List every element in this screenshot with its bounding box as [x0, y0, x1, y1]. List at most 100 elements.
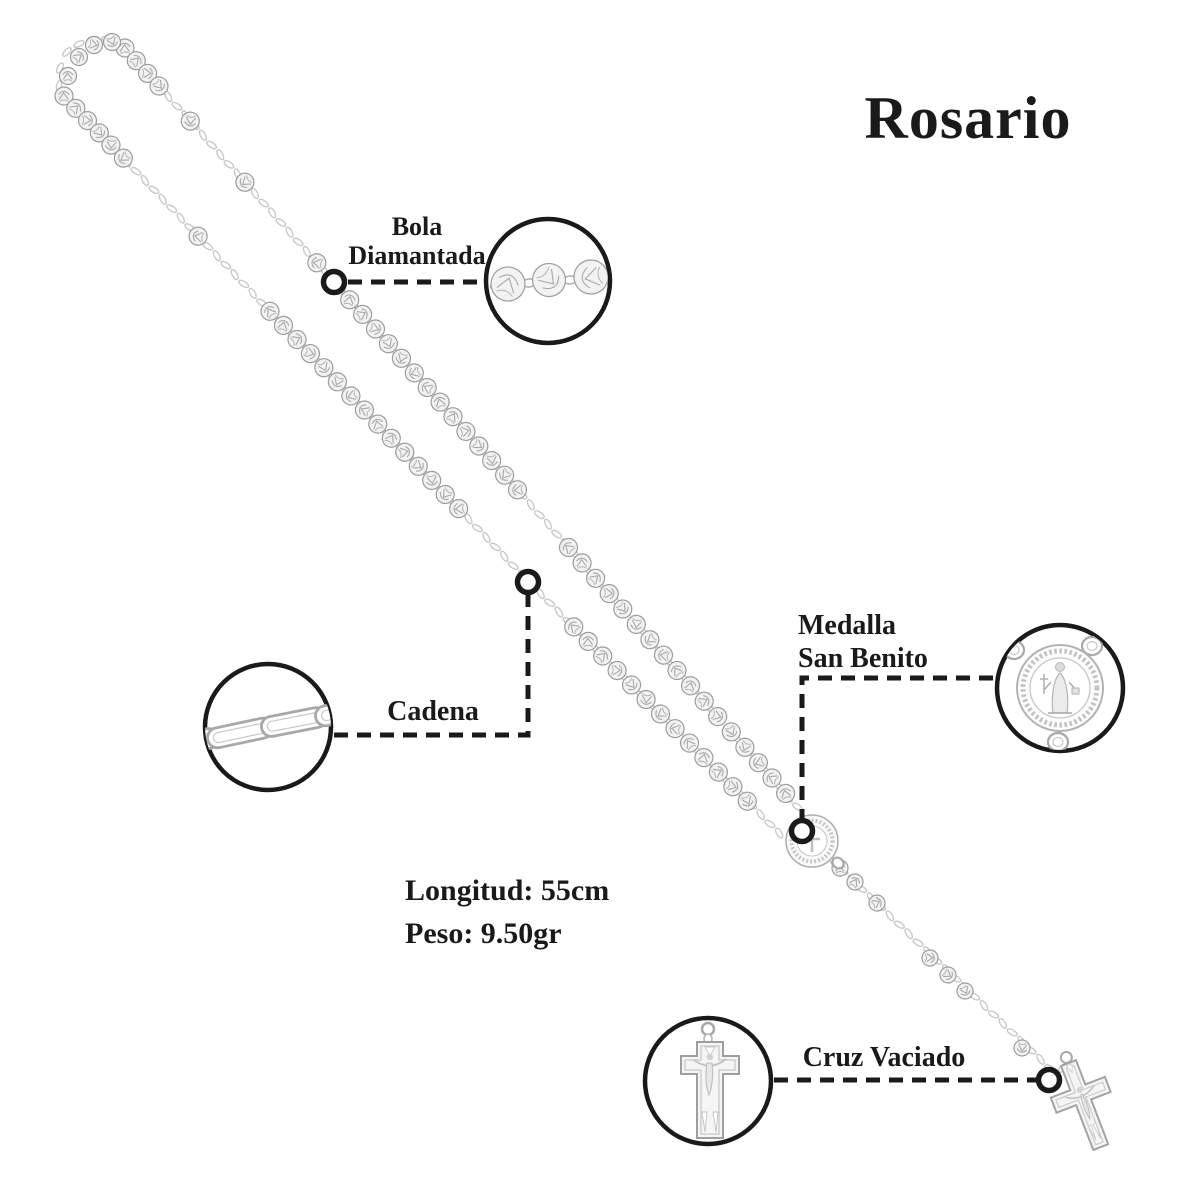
- diamond-bead-icon: [939, 966, 957, 984]
- chain-link-icon: [893, 920, 905, 929]
- chain-link-icon: [774, 827, 784, 839]
- callout-cruz-vaciado: [642, 1015, 1063, 1147]
- diamond-bead-icon: [921, 949, 939, 967]
- callout-bola-diamantada: [320, 216, 613, 346]
- diamond-bead-icon: [327, 372, 347, 392]
- diamond-bead-icon: [723, 777, 743, 797]
- chain-link-icon: [987, 1010, 1000, 1019]
- chain-link-icon: [302, 245, 311, 258]
- chain-link-icon: [544, 598, 556, 608]
- diamond-bead-icon: [69, 47, 89, 67]
- diamond-bead-icon: [353, 304, 373, 324]
- medalla-san-benito-label: Medalla San Benito: [798, 609, 1038, 675]
- chain-link-icon: [533, 510, 545, 520]
- chain-link-icon: [912, 938, 924, 947]
- chain-link-icon: [61, 47, 73, 57]
- chain-link-icon: [206, 140, 218, 150]
- diamond-bead-icon: [721, 722, 741, 742]
- diamond-bead-icon: [667, 660, 687, 681]
- diamond-bead-icon: [404, 363, 424, 383]
- bola-detail-circle: [483, 216, 613, 346]
- diamond-bead-icon: [54, 86, 74, 106]
- chain-link-icon: [998, 1017, 1008, 1029]
- chain-link-icon: [500, 550, 509, 562]
- chain-link-icon: [148, 185, 160, 195]
- diamond-bead-icon: [180, 111, 200, 131]
- chain-link-icon: [471, 523, 483, 533]
- diamond-bead-icon: [66, 98, 86, 118]
- diamond-bead-icon: [636, 689, 656, 710]
- diamond-bead-icon: [138, 63, 158, 84]
- diamond-bead-icon: [126, 51, 146, 71]
- chain-link-icon: [166, 204, 178, 214]
- diamond-bead-icon: [89, 123, 109, 143]
- diamond-bead-icon: [408, 456, 428, 476]
- diamond-bead-icon: [621, 675, 642, 695]
- chain-link-icon: [979, 999, 989, 1012]
- chain-link-icon: [904, 928, 914, 940]
- diamond-bead-icon: [558, 537, 579, 558]
- corpus-body: [1080, 1093, 1091, 1121]
- diamond-bead-icon: [422, 470, 442, 490]
- spec-length: Longitud: 55cm: [405, 874, 610, 907]
- diamond-bead-icon: [694, 747, 714, 768]
- spec-weight: Peso: 9.50gr: [405, 917, 562, 950]
- diamond-bead-icon: [378, 334, 398, 354]
- diamond-bead-icon: [694, 691, 714, 711]
- cruz-vaciado-label: Cruz Vaciado: [802, 1042, 966, 1073]
- diamond-bead-icon: [456, 421, 476, 441]
- diamond-bead-icon: [578, 631, 598, 652]
- medal-inscription-ring: [789, 818, 835, 864]
- chain-link-icon: [140, 174, 150, 187]
- crucifix-pendant-icon: [1049, 1050, 1112, 1152]
- diamond-bead-icon: [354, 400, 374, 420]
- necklace-illustration: [54, 32, 1069, 1073]
- diamond-bead-icon: [607, 660, 627, 681]
- diamond-bead-icon: [449, 499, 469, 519]
- diamond-bead-icon: [58, 66, 78, 86]
- diamond-bead-icon: [443, 407, 463, 427]
- diamond-bead-icon: [188, 226, 208, 246]
- diamond-bead-icon: [235, 172, 255, 192]
- diamond-bead-icon: [708, 706, 728, 727]
- diamond-cut-beads-icon: [489, 259, 608, 302]
- diamond-bead-icon: [307, 253, 327, 273]
- diamond-bead-icon: [340, 290, 360, 310]
- chain-link-icon: [1006, 1028, 1018, 1037]
- diamond-bead-icon: [482, 451, 502, 471]
- medalla-marker: [788, 817, 816, 845]
- diamond-bead-icon: [395, 442, 415, 462]
- chain-link-icon: [885, 910, 895, 922]
- medal-bottom-link-icon: [831, 856, 845, 870]
- diamond-bead-icon: [300, 344, 320, 364]
- crucifix-foot-cutouts: [1087, 1122, 1102, 1141]
- chain-link-icon: [507, 561, 519, 571]
- chain-link-icon: [543, 518, 553, 531]
- diamond-bead-icon: [599, 583, 619, 604]
- bola-label-line2: Diamantada: [348, 241, 486, 270]
- diamond-bead-icon: [585, 568, 606, 588]
- chain-link-icon: [198, 129, 207, 142]
- diamond-bead-icon: [737, 791, 757, 811]
- diamond-bead-icon: [531, 262, 567, 298]
- diamond-bead-icon: [341, 386, 361, 406]
- diamond-bead-icon: [102, 32, 122, 52]
- medalla-label-line2: San Benito: [798, 643, 928, 674]
- chain-link-icon: [250, 187, 259, 200]
- diamond-bead-icon: [287, 329, 307, 350]
- diamond-bead-icon: [260, 301, 280, 321]
- diamond-bead-icon: [573, 259, 608, 295]
- san-benito-medal-detail-icon: [1002, 635, 1104, 750]
- rosary-beads: [54, 32, 1031, 1057]
- diamond-bead-icon: [846, 873, 864, 891]
- product-specs: Longitud: 55cm Peso: 9.50gr: [405, 869, 609, 955]
- diamond-bead-icon: [381, 428, 401, 448]
- chain-link-icon: [248, 287, 257, 299]
- diamond-bead-icon: [650, 704, 671, 724]
- diamond-bead-icon: [430, 392, 450, 412]
- diamond-bead-icon: [680, 676, 701, 696]
- chain-link-icon: [551, 529, 563, 539]
- chain-link-icon: [285, 226, 294, 238]
